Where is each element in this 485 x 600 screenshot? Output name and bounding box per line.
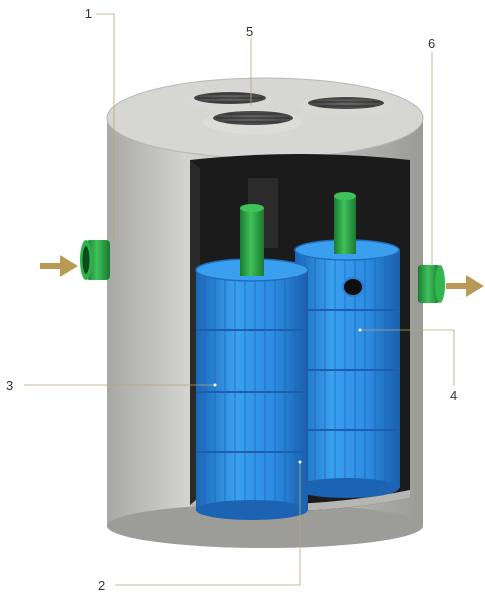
leader-lines <box>24 13 455 586</box>
callout-6: 6 <box>428 36 435 51</box>
leader-line-4 <box>360 329 455 386</box>
chamber-left <box>195 258 309 520</box>
outlet-pipe <box>418 265 445 303</box>
callout-4: 4 <box>450 388 457 403</box>
leader-line-2 <box>115 462 301 586</box>
chamber-right <box>294 239 400 498</box>
callout-1: 1 <box>85 6 92 21</box>
arrow-right-icon <box>40 255 78 277</box>
inlet-pipe <box>80 240 110 280</box>
callout-3: 3 <box>6 378 13 393</box>
arrow-right-icon <box>446 275 484 297</box>
leader-line-1 <box>96 13 115 240</box>
lid-cover-front <box>203 110 303 134</box>
riser-pipe-right <box>334 192 356 254</box>
lid-cover-left <box>184 91 276 111</box>
riser-pipe-left <box>240 204 264 276</box>
callout-2: 2 <box>98 578 105 593</box>
lid-cover-right <box>298 95 394 117</box>
leader-dots <box>213 328 362 464</box>
callout-5: 5 <box>246 24 253 39</box>
